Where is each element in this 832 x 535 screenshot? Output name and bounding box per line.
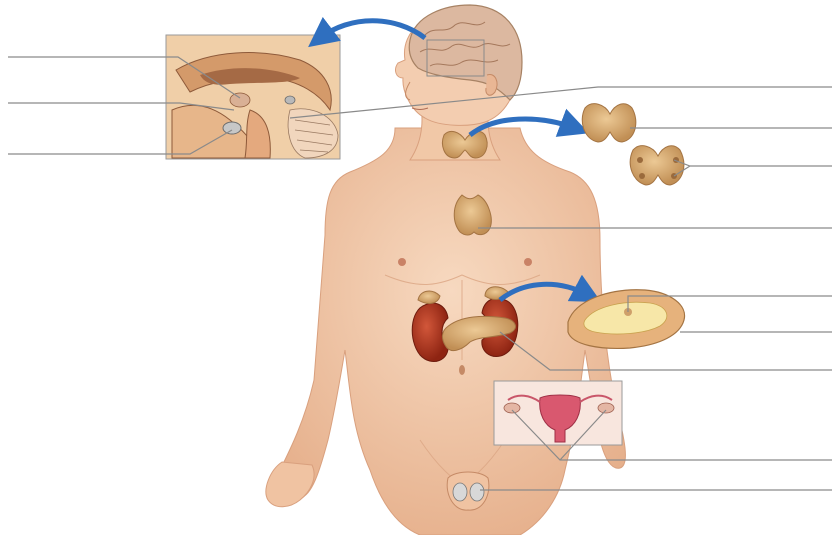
pineal-gland <box>285 96 295 104</box>
hypothalamus <box>230 93 250 107</box>
right-testis <box>470 483 484 501</box>
brain-inset <box>166 35 340 159</box>
parathyroid-3 <box>639 173 645 179</box>
parathyroid-1 <box>637 157 643 163</box>
ear <box>486 74 497 95</box>
leader-parathyroid <box>674 160 832 176</box>
testes <box>447 472 489 510</box>
navel <box>459 365 465 375</box>
right-ovary <box>598 403 614 413</box>
left-testis <box>453 483 467 501</box>
left-ovary <box>504 403 520 413</box>
pituitary-gland <box>223 122 241 134</box>
right-nipple <box>524 258 532 266</box>
leader-pineal <box>290 87 832 118</box>
thyroid-anterior-view <box>582 104 636 142</box>
left-hand <box>266 462 314 507</box>
left-nipple <box>398 258 406 266</box>
thyroid-posterior-view <box>630 146 684 185</box>
